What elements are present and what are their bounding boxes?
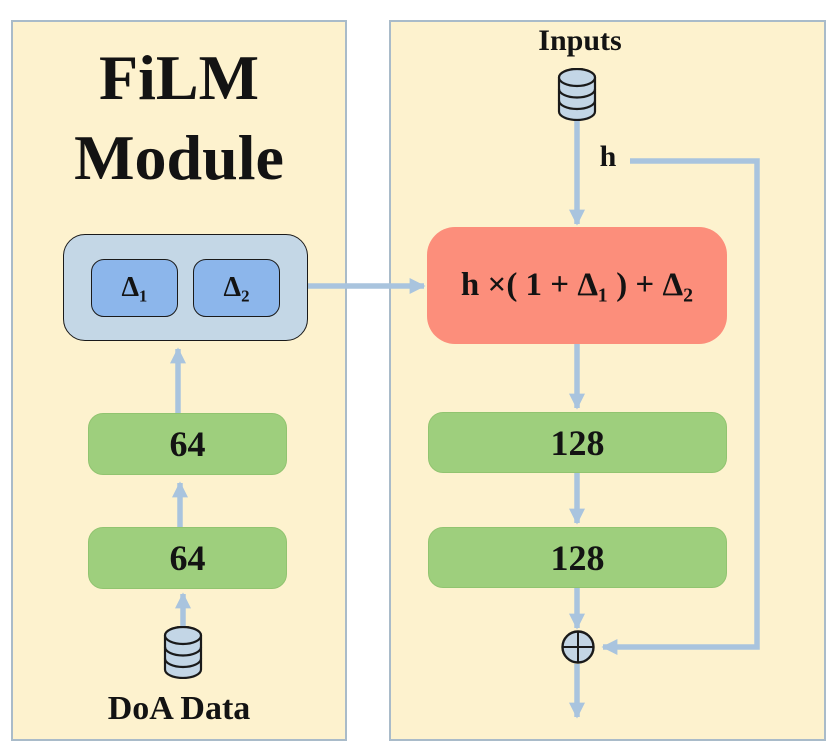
film-title-line1: FiLM bbox=[99, 42, 259, 113]
circled-plus-icon bbox=[561, 630, 595, 664]
delta1-box: Δ₁ bbox=[91, 258, 178, 317]
main-dense-layer-2-label: 128 bbox=[550, 537, 605, 578]
main-dense-layer-1: 128 bbox=[428, 412, 727, 473]
film-title-line2: Module bbox=[74, 122, 284, 193]
doa-database-icon bbox=[163, 626, 203, 679]
film-module-title: FiLM Module bbox=[11, 38, 347, 198]
delta1-label: Δ₁ bbox=[121, 271, 148, 303]
film-dense-layer-1: 64 bbox=[88, 527, 287, 589]
film-equation-label: h ×( 1 + Δ₁ ) + Δ₂ bbox=[460, 267, 694, 303]
film-params-container: Δ₁ Δ₂ bbox=[63, 234, 308, 341]
main-network-panel bbox=[389, 20, 826, 741]
inputs-label: Inputs bbox=[538, 24, 622, 57]
film-equation-box: h ×( 1 + Δ₁ ) + Δ₂ bbox=[427, 227, 727, 344]
main-dense-layer-1-label: 128 bbox=[550, 422, 605, 463]
hidden-state-label: h bbox=[599, 140, 617, 173]
skip-connection-h-to-sum bbox=[601, 158, 760, 655]
delta2-box: Δ₂ bbox=[193, 258, 280, 317]
main-dense-layer-2: 128 bbox=[428, 527, 727, 588]
inputs-database-icon bbox=[557, 68, 597, 121]
delta2-label: Δ₂ bbox=[223, 271, 250, 303]
doa-data-label: DoA Data bbox=[107, 690, 251, 727]
film-dense-layer-1-label: 64 bbox=[169, 538, 206, 578]
film-dense-layer-2: 64 bbox=[88, 413, 287, 475]
film-dense-layer-2-label: 64 bbox=[169, 424, 206, 464]
